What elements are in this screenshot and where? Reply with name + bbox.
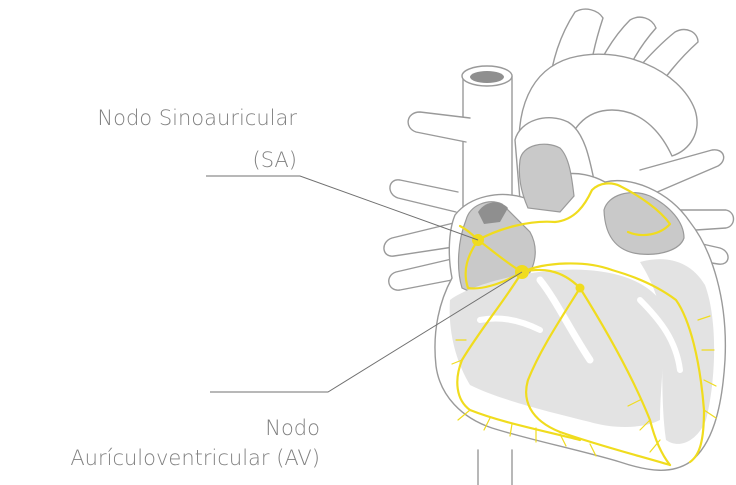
pulmonary-vein-left-3 bbox=[408, 112, 470, 142]
pulmonary-vein-left-2 bbox=[390, 180, 458, 212]
sa-node-label: Nodo Sinoauricular bbox=[97, 104, 297, 132]
pulmonary-vein-left-4 bbox=[389, 258, 456, 290]
av-node-label-full: Aurículoventricular (AV) bbox=[70, 444, 320, 472]
av-node-label: Nodo bbox=[265, 414, 320, 442]
sa-node-abbrev: (SA) bbox=[253, 146, 297, 174]
inferior-vena-cava bbox=[478, 450, 512, 485]
superior-vena-cava bbox=[463, 76, 512, 210]
